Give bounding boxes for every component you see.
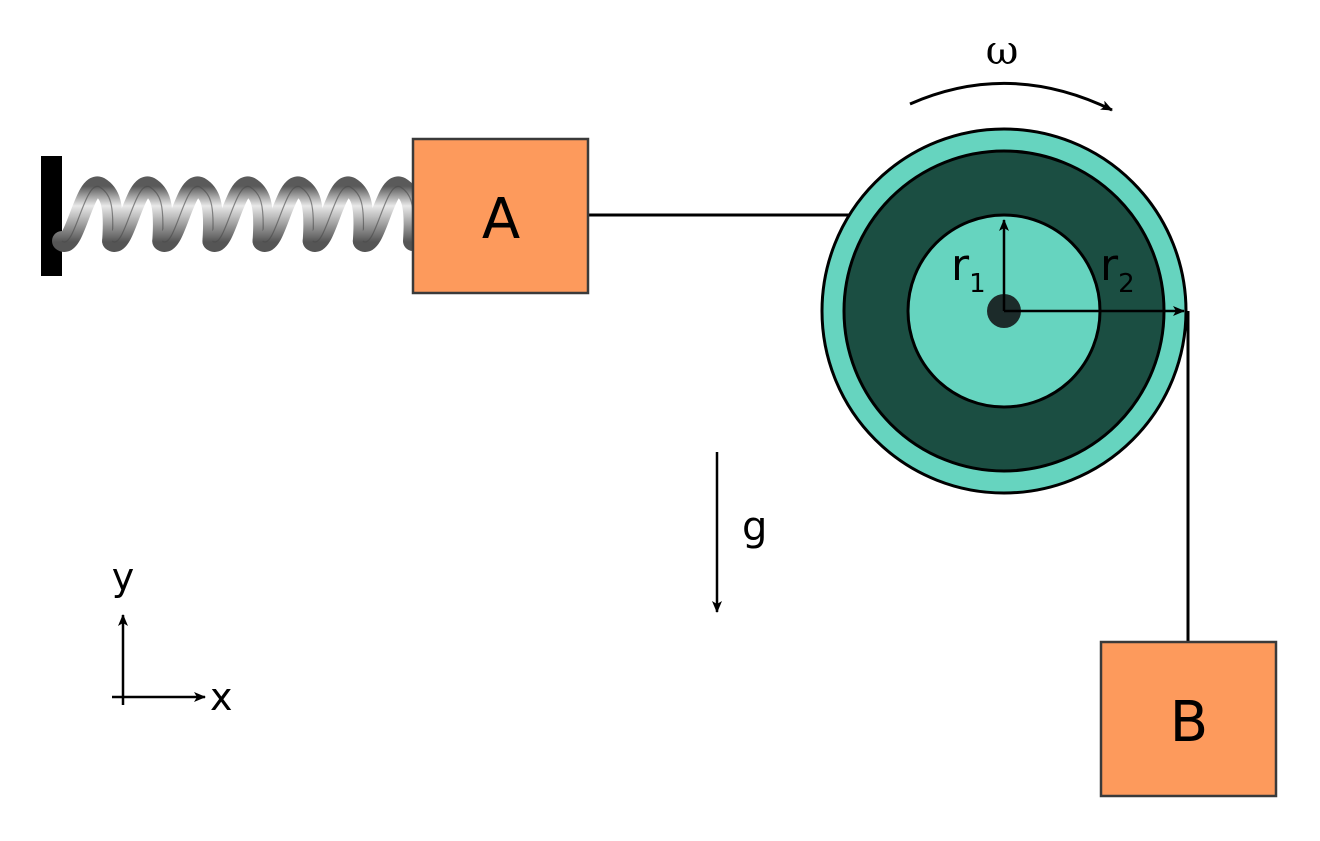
y-axis-label: y — [112, 555, 135, 599]
wall — [41, 156, 62, 276]
gravity-label: g — [742, 504, 767, 550]
block-b-label: B — [1170, 690, 1208, 755]
omega-arrow — [909, 81, 1113, 112]
omega-label: ω — [986, 28, 1019, 74]
spring — [52, 176, 424, 252]
spring-coil-outline — [212, 186, 264, 243]
spring-coil-outline — [161, 186, 214, 243]
block-a — [411, 137, 590, 295]
spring-coil-outline — [61, 186, 114, 243]
block-a-label: A — [482, 187, 520, 252]
block-b — [1099, 640, 1278, 798]
spring-coil-outline — [262, 186, 314, 243]
r2-label: r2 — [1100, 240, 1135, 299]
r1-label: r1 — [951, 240, 986, 299]
spring-coil — [202, 176, 274, 252]
spring-coil-outline — [312, 186, 365, 243]
spring-coil — [52, 176, 123, 252]
spring-coil-outline — [111, 186, 164, 243]
x-axis-label: x — [210, 675, 233, 719]
spring-coil — [152, 176, 224, 252]
spring-coil — [302, 176, 374, 252]
spring-coil — [102, 176, 173, 252]
spring-coil — [352, 176, 424, 252]
spring-coil — [252, 176, 324, 252]
